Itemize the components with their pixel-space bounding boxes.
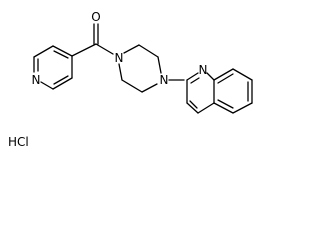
bond-q-1b — [190, 77, 200, 84]
bond-c-piperazine-n — [95, 43, 114, 55]
salt-label: HCl — [8, 135, 29, 149]
bond-pip-2 — [138, 44, 159, 58]
bond-pyr-2 — [52, 77, 73, 90]
bond-pyr-3 — [40, 81, 54, 90]
bond-pyr-2b — [53, 75, 69, 85]
bond-b-5b — [217, 99, 234, 109]
bond-q-2 — [206, 72, 215, 81]
atom-quinoline-n: N — [199, 63, 208, 77]
atom-piperazine-n2: N — [160, 73, 169, 87]
bond-pip-3 — [157, 56, 162, 74]
bond-pip-6 — [118, 63, 123, 81]
bond-q-5 — [186, 102, 199, 114]
bond-b-4 — [232, 102, 253, 114]
bond-b-2 — [232, 68, 253, 81]
bond-pyr-6 — [52, 45, 73, 57]
atom-pyridine-n: N — [32, 73, 41, 87]
bond-q-1 — [186, 72, 199, 81]
atom-piperazine-n1: N — [115, 51, 124, 65]
bond-b-1b — [217, 73, 234, 84]
bond-pip-4 — [141, 83, 158, 93]
bond-pip-5 — [121, 79, 143, 93]
bond-b-5 — [213, 102, 234, 114]
bond-q-4 — [197, 102, 215, 114]
bond-c-pyridine — [71, 43, 97, 57]
bond-pyr-5 — [33, 45, 54, 58]
molecule-structure: O N N N N HCl — [8, 10, 253, 149]
atom-oxygen: O — [91, 10, 100, 24]
bond-pyr-6b — [53, 50, 69, 59]
bond-pip-1 — [123, 44, 140, 54]
bond-q-5b — [189, 100, 198, 109]
bond-b-1 — [213, 68, 234, 81]
